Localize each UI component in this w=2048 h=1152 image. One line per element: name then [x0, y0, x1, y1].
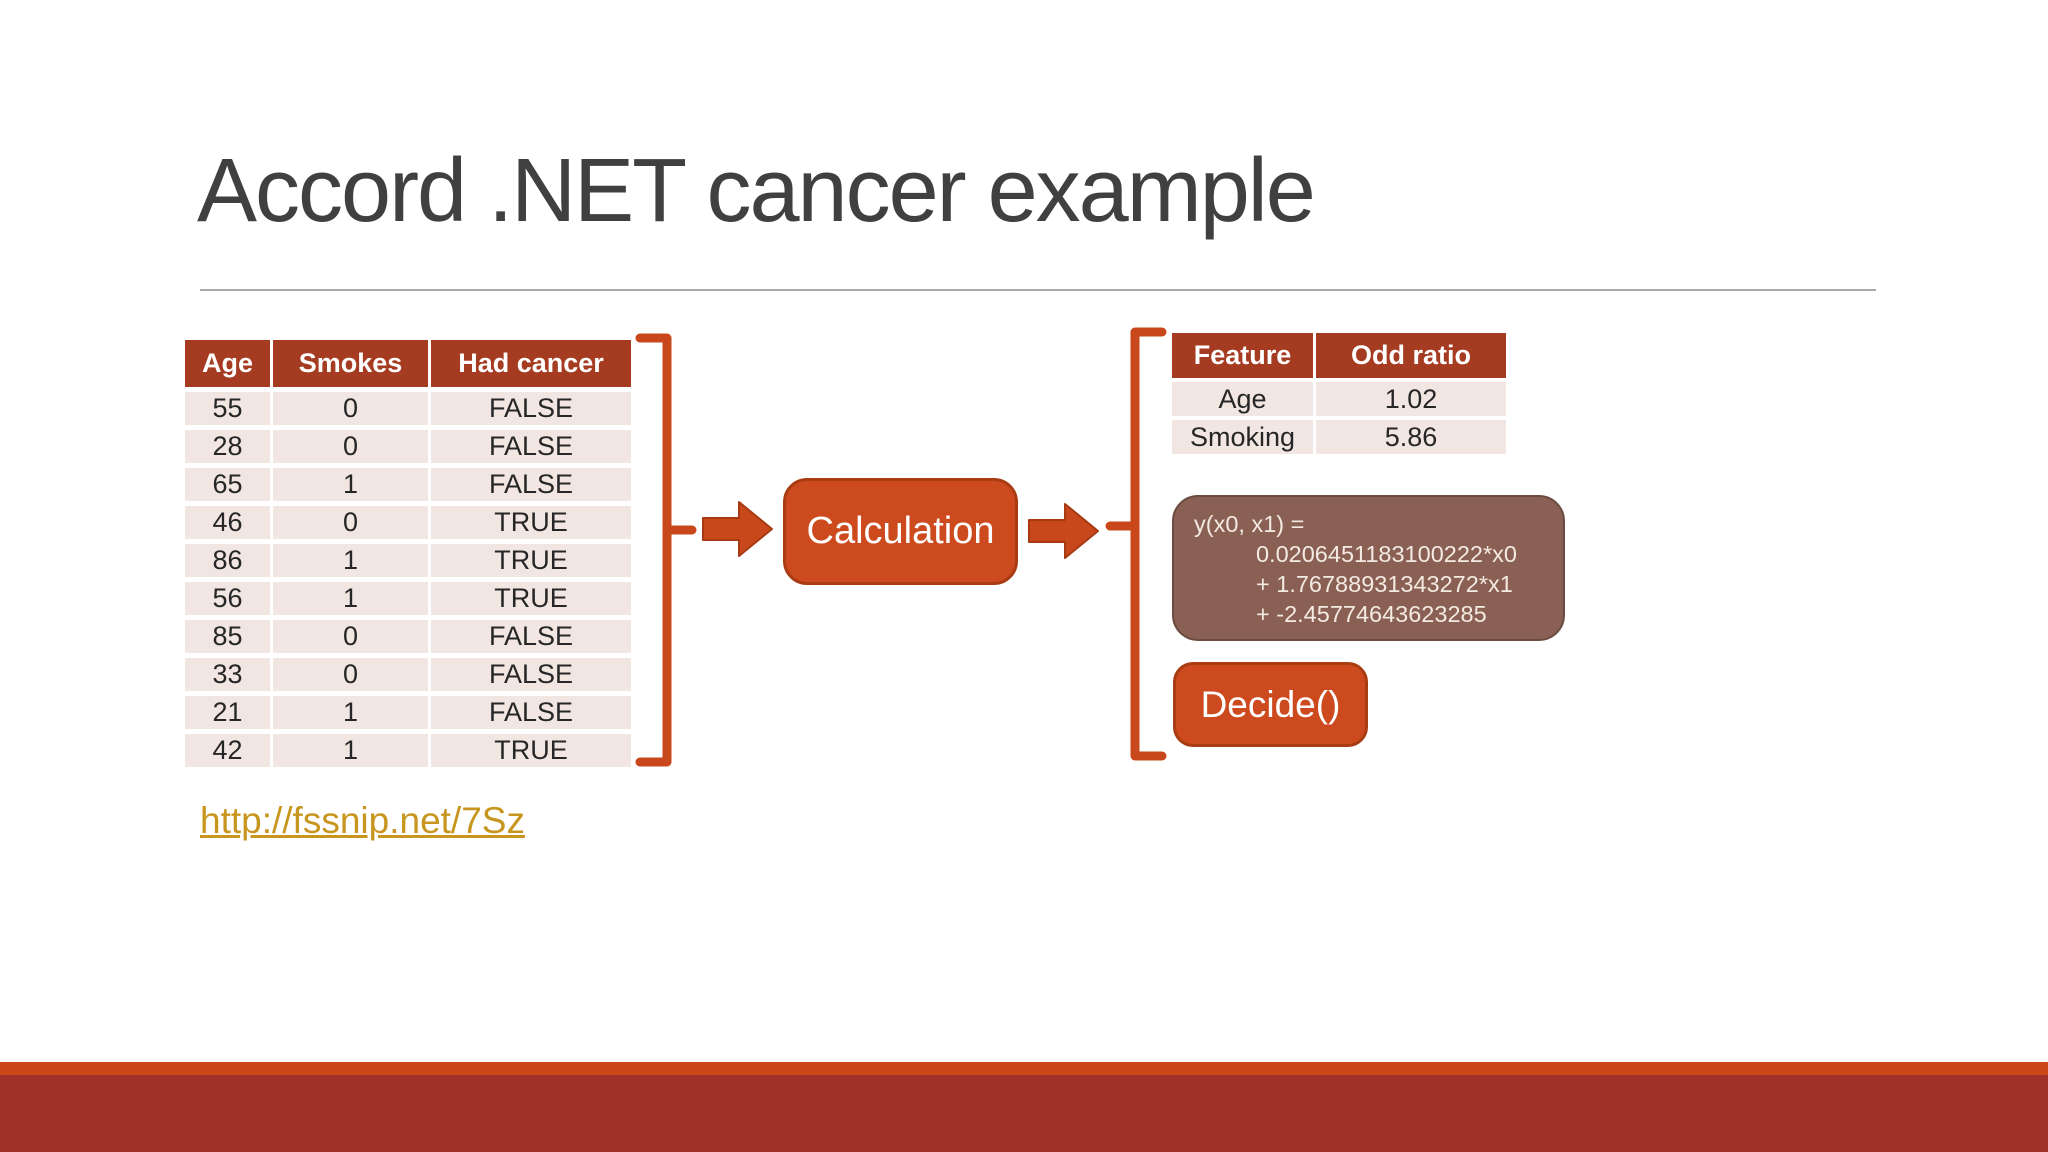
table-cell: 65	[185, 468, 270, 501]
table-cell: 85	[185, 620, 270, 653]
arrow-right-icon	[702, 501, 773, 557]
page-title: Accord .NET cancer example	[197, 141, 1316, 241]
table-cell: FALSE	[431, 658, 631, 691]
table-cell: 46	[185, 506, 270, 539]
column-header: Had cancer	[431, 340, 631, 387]
formula-line: y(x0, x1) =	[1194, 511, 1305, 537]
calculation-label: Calculation	[806, 510, 995, 552]
title-divider	[200, 289, 1876, 291]
footer-stripe	[0, 1062, 2048, 1075]
table-cell: 0	[273, 506, 428, 539]
column-header: Feature	[1172, 333, 1313, 378]
table-cell: 0	[273, 430, 428, 463]
table-cell: 56	[185, 582, 270, 615]
formula-line: + -2.45774643623285	[1256, 601, 1487, 627]
table-cell: 86	[185, 544, 270, 577]
column-header: Odd ratio	[1316, 333, 1506, 378]
table-cell: TRUE	[431, 506, 631, 539]
fssnip-link[interactable]: http://fssnip.net/7Sz	[200, 800, 525, 841]
table-cell: Age	[1172, 382, 1313, 416]
arrow-right-icon	[1028, 503, 1099, 559]
table-cell: 1	[273, 734, 428, 767]
column-header: Age	[185, 340, 270, 387]
formula-box: y(x0, x1) = 0.0206451183100222*x0 + 1.76…	[1172, 495, 1565, 641]
decide-label: Decide()	[1200, 683, 1341, 725]
input-data-table: Age Smokes Had cancer 55 0 FALSE 28 0 FA…	[185, 340, 631, 767]
footer-band	[0, 1075, 2048, 1152]
formula-line: + 1.76788931343272*x1	[1256, 571, 1513, 597]
table-cell: 1	[273, 696, 428, 729]
table-cell: 0	[273, 658, 428, 691]
table-cell: 1	[273, 468, 428, 501]
table-cell: 5.86	[1316, 420, 1506, 454]
table-cell: FALSE	[431, 392, 631, 425]
right-brace-shape	[635, 333, 697, 767]
table-cell: FALSE	[431, 620, 631, 653]
calculation-box: Calculation	[783, 478, 1018, 585]
table-cell: TRUE	[431, 544, 631, 577]
table-cell: FALSE	[431, 696, 631, 729]
table-cell: 1	[273, 582, 428, 615]
table-cell: 33	[185, 658, 270, 691]
table-cell: 1.02	[1316, 382, 1506, 416]
column-header: Smokes	[273, 340, 428, 387]
left-brace-shape	[1105, 327, 1167, 761]
odd-ratio-table: Feature Odd ratio Age 1.02 Smoking 5.86	[1172, 333, 1506, 454]
table-cell: 21	[185, 696, 270, 729]
table-cell: 0	[273, 620, 428, 653]
table-cell: FALSE	[431, 468, 631, 501]
table-cell: 0	[273, 392, 428, 425]
table-cell: 28	[185, 430, 270, 463]
table-cell: Smoking	[1172, 420, 1313, 454]
formula-line: 0.0206451183100222*x0	[1256, 541, 1517, 567]
decide-box: Decide()	[1173, 662, 1368, 747]
table-cell: 1	[273, 544, 428, 577]
table-cell: FALSE	[431, 430, 631, 463]
table-cell: TRUE	[431, 582, 631, 615]
table-cell: 42	[185, 734, 270, 767]
table-cell: 55	[185, 392, 270, 425]
table-cell: TRUE	[431, 734, 631, 767]
